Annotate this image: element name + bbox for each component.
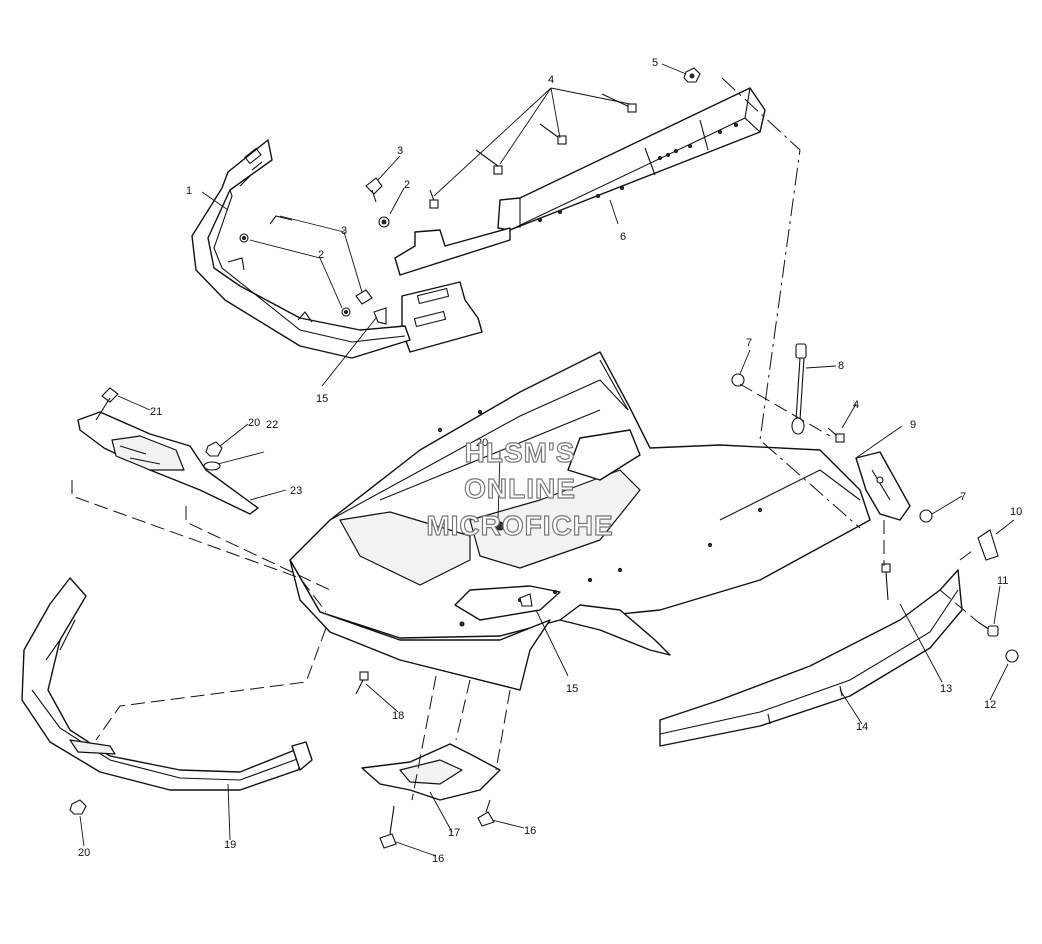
- callout-22: 22: [266, 419, 278, 431]
- callout-20: 20: [78, 847, 90, 859]
- watermark-line-2: ONLINE: [464, 473, 576, 504]
- assembly-lines: [71, 77, 979, 801]
- callout-10: 10: [1010, 506, 1022, 518]
- part-19-lower-trim: [21, 577, 313, 791]
- part-23-left-panel: [77, 411, 259, 515]
- callout-16: 16: [524, 825, 536, 837]
- callout-7: 7: [746, 337, 752, 349]
- main-hood-body: [289, 351, 871, 691]
- callout-3: 3: [341, 225, 347, 237]
- callout-18: 18: [392, 710, 404, 722]
- watermark-line-1: HLSM'S: [465, 437, 576, 468]
- callout-3: 3: [397, 145, 403, 157]
- callout-8: 8: [838, 360, 844, 372]
- part-9-bracket: [855, 451, 911, 521]
- hardware: [69, 67, 1019, 849]
- callout-20: 20: [248, 417, 260, 429]
- watermark: HLSM'S ONLINE MICROFICHE: [426, 436, 614, 541]
- watermark-line-3: MICROFICHE: [426, 510, 613, 541]
- leader-lines: [79, 63, 1015, 857]
- callout-15: 15: [316, 393, 328, 405]
- callout-2: 2: [404, 179, 410, 191]
- callout-4: 4: [548, 74, 554, 86]
- callout-23: 23: [290, 485, 302, 497]
- callout-15: 15: [566, 683, 578, 695]
- part-17-lower-bracket: [361, 743, 501, 801]
- callout-13: 13: [940, 683, 952, 695]
- callout-6: 6: [620, 231, 626, 243]
- part-8-stay-rod: [791, 343, 807, 435]
- callout-14: 14: [856, 721, 868, 733]
- callout-19: 19: [224, 839, 236, 851]
- callout-1: 1: [186, 185, 192, 197]
- part-6-rear-rail: [394, 87, 766, 353]
- callout-5: 5: [652, 57, 658, 69]
- callout-11: 11: [997, 575, 1008, 587]
- callout-9: 9: [910, 419, 916, 431]
- callout-16: 16: [432, 853, 444, 865]
- callout-2: 2: [318, 249, 324, 261]
- callout-labels: 1 2 2 3 3 4 4 5 6 7 7 8 9 10 11 12 13 14…: [78, 57, 1022, 865]
- callout-21: 21: [150, 406, 162, 418]
- part-1-left-bracket: [191, 139, 411, 359]
- callout-20: 20: [476, 437, 488, 449]
- callout-17: 17: [448, 827, 460, 839]
- callout-12: 12: [984, 699, 996, 711]
- callout-7: 7: [960, 491, 966, 503]
- callout-4: 4: [853, 399, 859, 411]
